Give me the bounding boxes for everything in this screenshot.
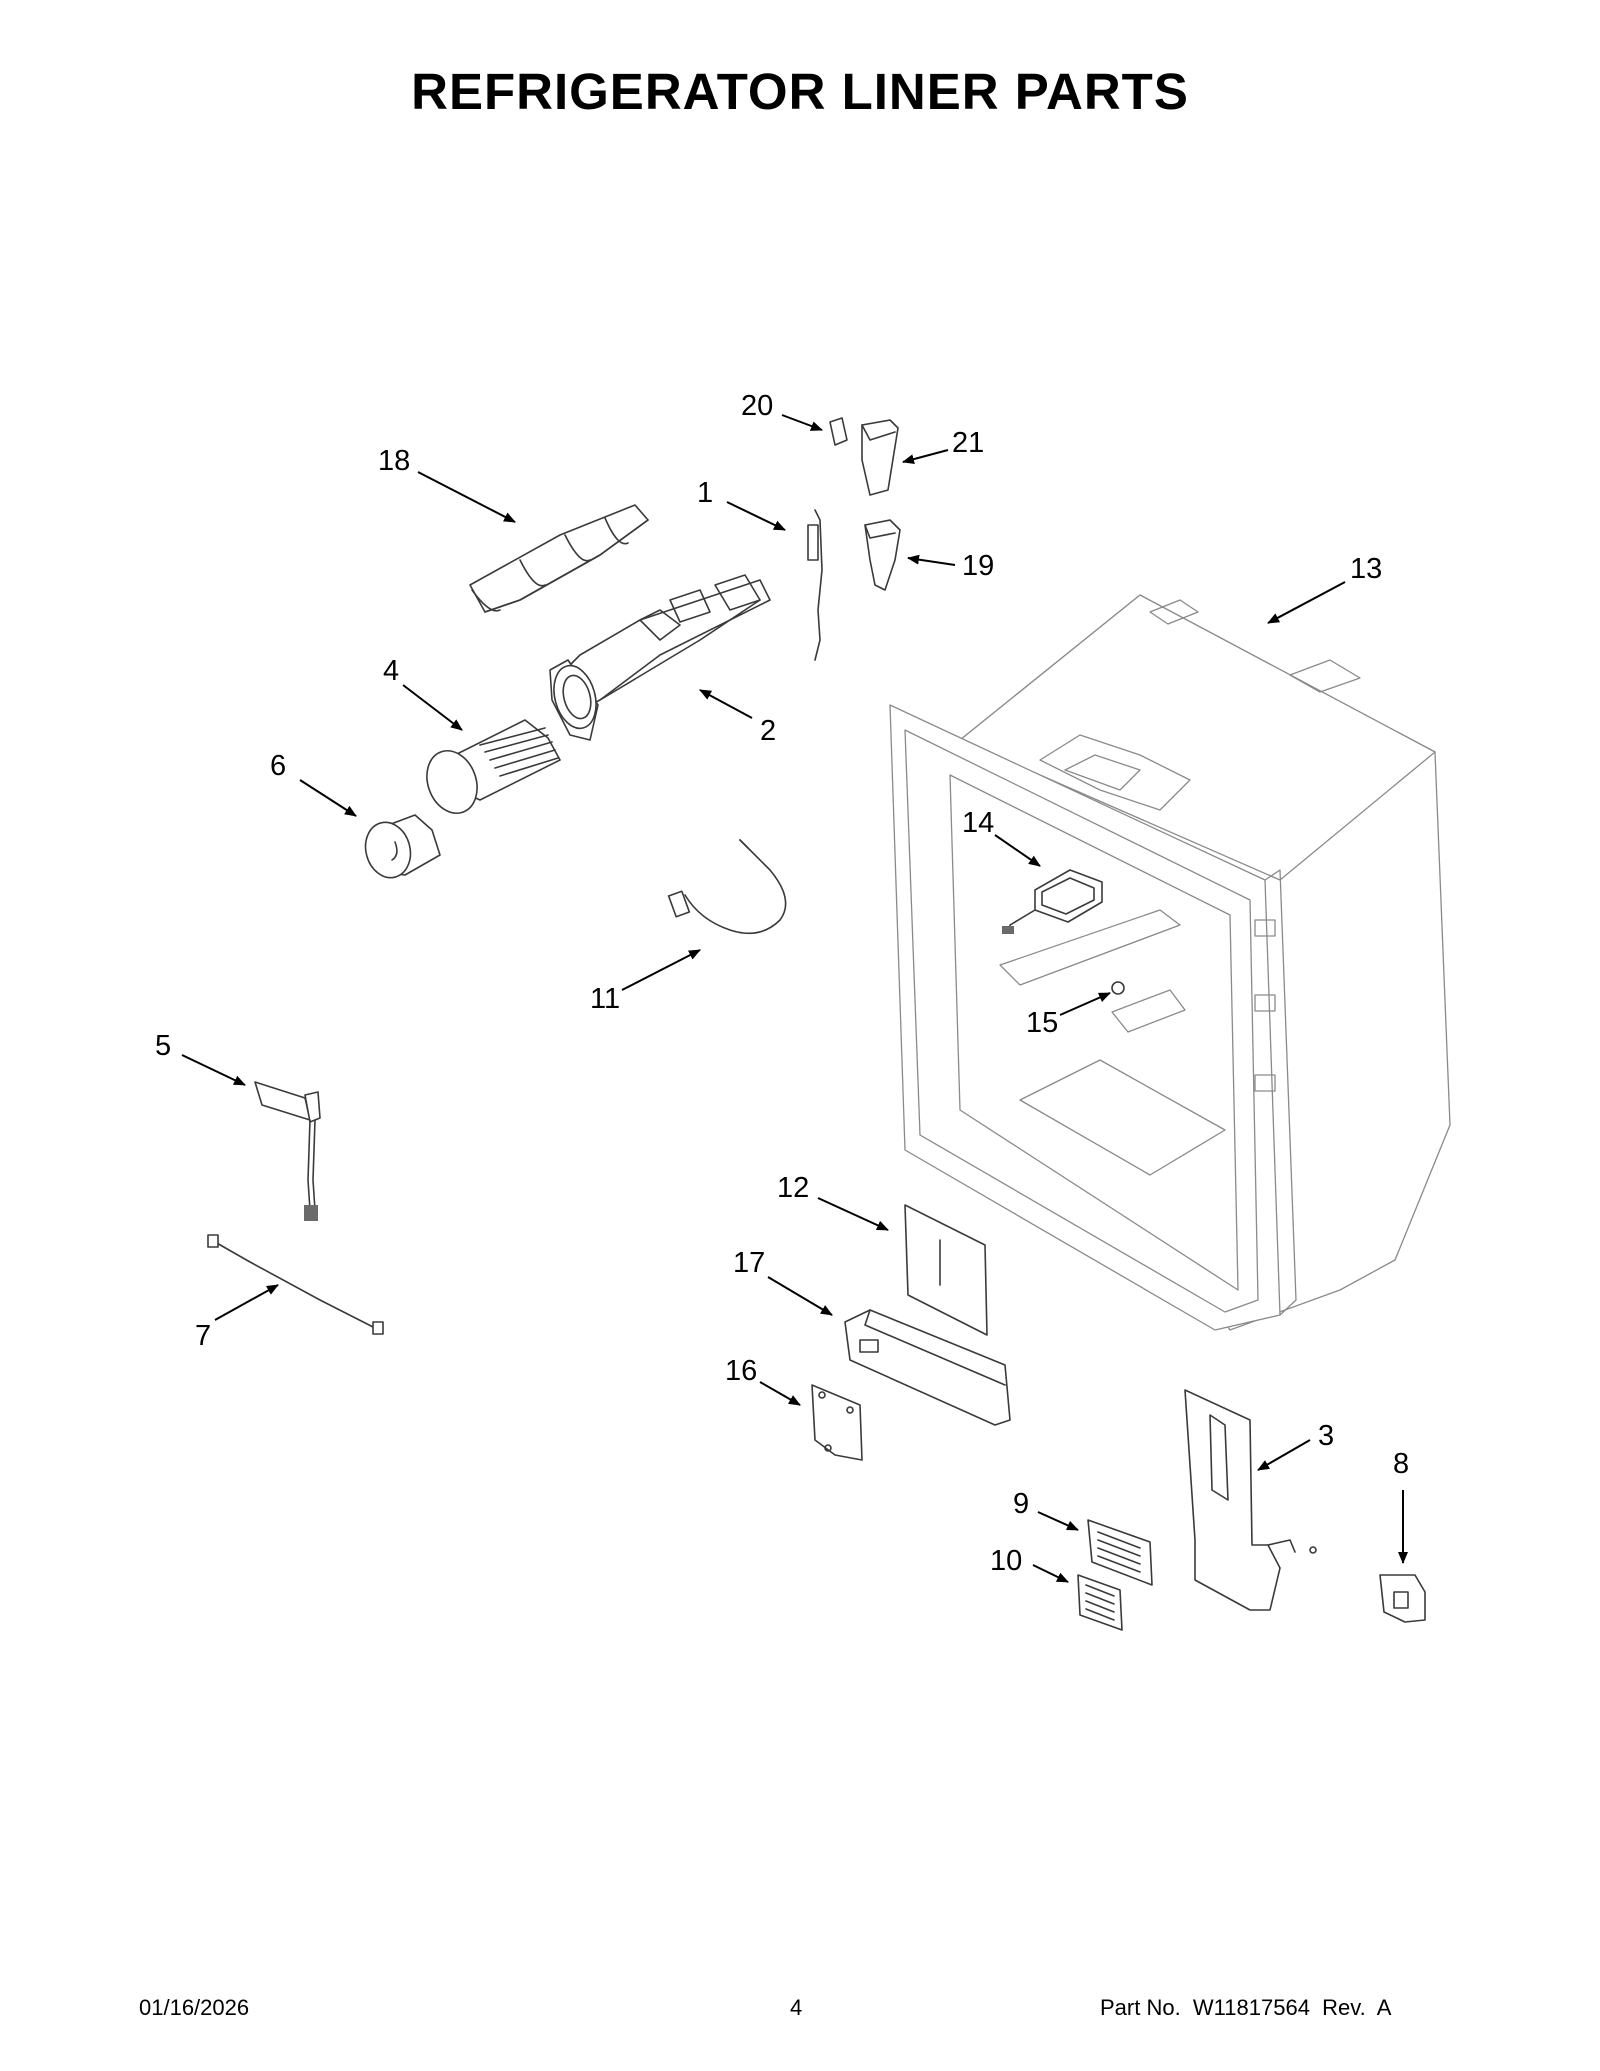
- cover-plate-part[interactable]: [811, 1384, 863, 1461]
- callout-13: 13: [1350, 553, 1382, 585]
- callout-8: 8: [1393, 1448, 1409, 1480]
- arrow-5: [181, 1054, 246, 1086]
- small-vent-part[interactable]: [1077, 1574, 1123, 1631]
- switch-part[interactable]: [829, 417, 848, 446]
- callout-6: 6: [270, 750, 286, 782]
- vent-grille-part[interactable]: [1087, 1519, 1153, 1586]
- arrow-18: [417, 471, 516, 523]
- arrow-4: [402, 684, 463, 731]
- callout-arrows: [181, 414, 1408, 1583]
- callout-3: 3: [1318, 1420, 1334, 1452]
- liner-cabinet-part[interactable]: [889, 594, 1451, 1331]
- callout-10: 10: [990, 1545, 1022, 1577]
- callout-9: 9: [1013, 1488, 1029, 1520]
- light-assembly-part[interactable]: [1002, 869, 1103, 934]
- wire-harness-part[interactable]: [207, 1234, 384, 1335]
- sensor-part[interactable]: [1111, 981, 1125, 995]
- panel-part[interactable]: [904, 1204, 988, 1336]
- arrow-16: [759, 1381, 801, 1406]
- duct-part[interactable]: [1184, 1389, 1317, 1611]
- footer-date: 01/16/2026: [139, 1995, 250, 2020]
- control-panel-part[interactable]: [254, 1081, 321, 1221]
- footer-page-number: 4: [790, 1995, 803, 2020]
- callout-12: 12: [777, 1172, 809, 1204]
- callout-19: 19: [962, 550, 994, 582]
- arrow-7: [214, 1284, 279, 1321]
- callout-18: 18: [378, 445, 410, 477]
- bracket-part[interactable]: [864, 519, 901, 591]
- callout-2: 2: [760, 715, 776, 747]
- arrow-2: [699, 689, 753, 719]
- filter-housing-part[interactable]: [547, 574, 771, 741]
- sensor-harness-part[interactable]: [667, 839, 787, 935]
- arrow-19: [907, 554, 956, 566]
- filter-cartridge-part[interactable]: [419, 719, 561, 820]
- arrow-10: [1032, 1564, 1069, 1583]
- footer-part-number: Part No. W11817564 Rev. A: [1100, 1995, 1392, 2020]
- callout-7: 7: [195, 1320, 211, 1352]
- filter-cap-part[interactable]: [360, 814, 441, 883]
- arrow-13: [1267, 581, 1346, 624]
- arrow-3: [1257, 1439, 1311, 1471]
- arrow-17: [767, 1276, 833, 1316]
- clip-part[interactable]: [1379, 1574, 1426, 1623]
- callout-17: 17: [733, 1247, 765, 1279]
- callout-5: 5: [155, 1030, 171, 1062]
- arrow-14: [994, 834, 1041, 867]
- board-bracket-part[interactable]: [844, 1309, 1011, 1426]
- arrow-15: [1059, 992, 1111, 1016]
- callout-14: 14: [962, 807, 994, 839]
- callout-21: 21: [952, 427, 984, 459]
- callout-labels: 1 2 3 4 5 6 7 8 9 10 11 12 13 14 15 16 1…: [155, 390, 1409, 1577]
- arrow-21: [902, 449, 949, 464]
- arrow-9: [1037, 1511, 1079, 1531]
- thermistor-part[interactable]: [807, 509, 823, 661]
- callout-20: 20: [741, 390, 773, 422]
- arrow-1: [726, 501, 786, 531]
- arrow-12: [817, 1197, 889, 1231]
- arrow-20: [781, 414, 823, 431]
- housing-cover-part[interactable]: [469, 504, 649, 613]
- callout-1: 1: [697, 477, 713, 509]
- page-title: REFRIGERATOR LINER PARTS: [411, 63, 1189, 120]
- callout-4: 4: [383, 655, 399, 687]
- arrow-6: [299, 779, 357, 817]
- callout-16: 16: [725, 1355, 757, 1387]
- arrow-11: [621, 949, 701, 991]
- callout-11: 11: [590, 983, 620, 1015]
- dispenser-cover-part[interactable]: [861, 419, 899, 496]
- callout-15: 15: [1026, 1007, 1058, 1039]
